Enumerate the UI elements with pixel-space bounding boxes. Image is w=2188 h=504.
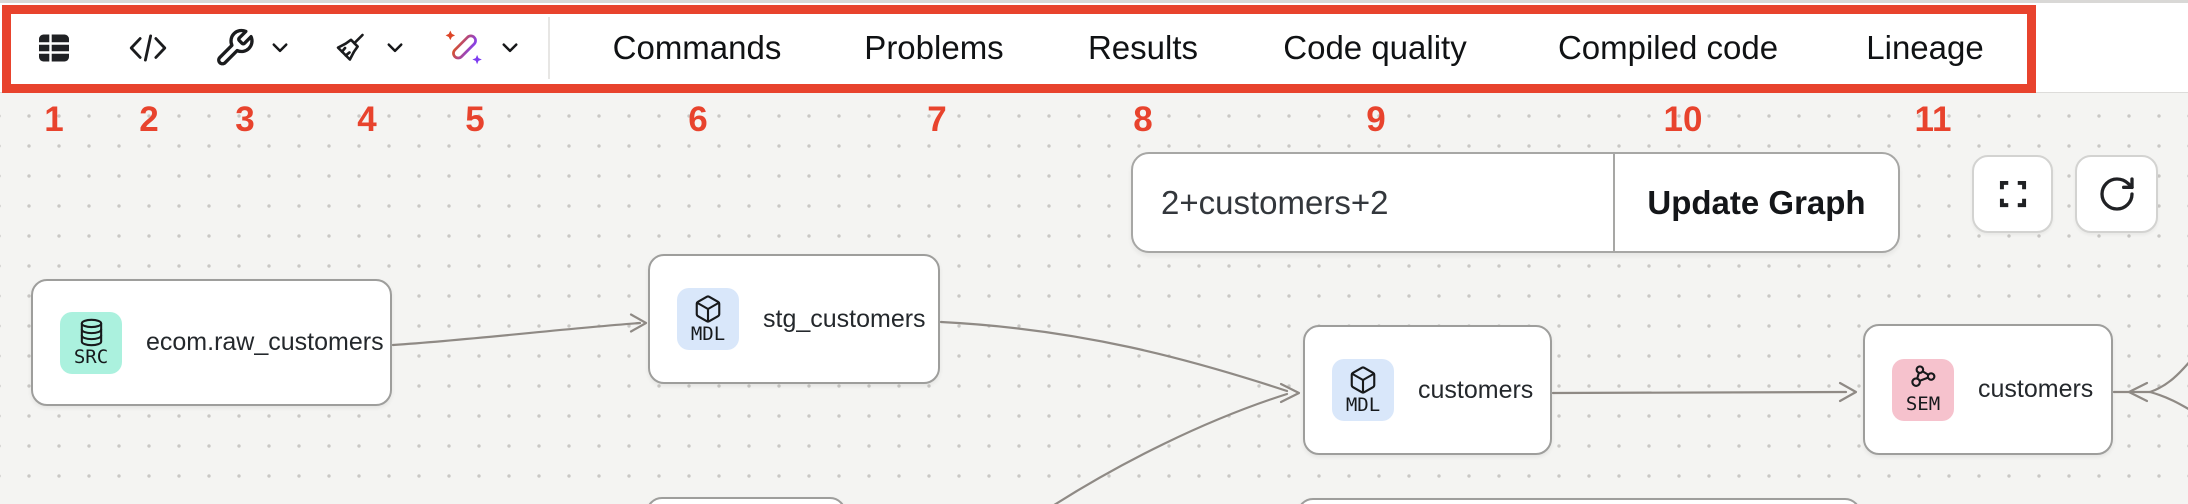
annotation-number-4: 4 [357, 100, 377, 139]
annotation-number-6: 6 [688, 100, 708, 139]
magic-wand-icon [445, 30, 482, 64]
edge-sem-offscreen-lower [2148, 390, 2188, 410]
fit-view-button[interactable] [1972, 155, 2053, 233]
table-button[interactable] [34, 3, 74, 92]
annotation-number-3: 3 [235, 100, 255, 139]
refresh-icon [2099, 177, 2134, 211]
node-label: stg_customers [763, 304, 926, 333]
searchbar-divider [1613, 154, 1615, 251]
tab-code-quality[interactable]: Code quality [1283, 28, 1467, 66]
source-badge: SRC [60, 311, 122, 374]
refresh-graph-button[interactable] [2075, 155, 2158, 233]
node-label: customers [1978, 375, 2094, 403]
tools-dropdown-button[interactable] [214, 3, 293, 92]
node-label: ecom.raw_customers [146, 328, 384, 356]
format-dropdown-button[interactable] [329, 3, 408, 92]
toolbar-divider [548, 17, 550, 79]
annotation-number-9: 9 [1366, 100, 1386, 139]
annotation-number-8: 8 [1133, 100, 1153, 139]
annotation-number-11: 11 [1914, 100, 1952, 139]
ai-assist-dropdown-button[interactable] [444, 3, 523, 92]
edge-stg-to-mdl [939, 320, 1289, 393]
toolbar: Commands Problems Results Code quality C… [0, 0, 2188, 93]
tab-compiled-code[interactable]: Compiled code [1557, 28, 1779, 66]
table-icon [39, 34, 69, 61]
annotation-number-7: 7 [927, 100, 947, 139]
code-icon [129, 34, 167, 61]
edge-src-to-stg [391, 321, 642, 347]
annotation-number-1: 1 [44, 100, 64, 139]
partial-node[interactable] [646, 497, 846, 504]
lineage-edges [391, 313, 2188, 504]
tab-results[interactable]: Results [1087, 28, 1199, 66]
tab-lineage[interactable]: Lineage [1866, 28, 1984, 66]
node-filter-input[interactable] [1133, 154, 1613, 251]
tab-problems[interactable]: Problems [864, 28, 1004, 66]
edge-arrowhead [1279, 382, 1301, 404]
annotation-number-2: 2 [139, 100, 159, 139]
edge-mdl-to-sem [1551, 390, 1848, 395]
badge-label: MDL [690, 322, 726, 345]
annotation-number-5: 5 [465, 100, 485, 139]
tab-commands[interactable]: Commands [612, 28, 782, 66]
badge-label: SEM [1905, 393, 1941, 416]
semantic-badge: SEM [1892, 358, 1954, 421]
node-ecom-raw-customers[interactable]: SRC ecom.raw_customers [31, 279, 392, 406]
graph-search-bar: Update Graph [1131, 152, 1900, 253]
share-network-icon [1911, 365, 1936, 387]
annotation-number-10: 10 [1663, 100, 1703, 139]
edge-arrowhead [2127, 381, 2149, 403]
lineage-canvas[interactable]: 1 2 3 4 5 6 7 8 9 10 11 [0, 93, 2188, 504]
edge-bottom-to-mdl [1053, 392, 1289, 504]
edge-arrowhead [629, 313, 648, 333]
chevron-down-icon [387, 43, 403, 53]
edge-sem-offscreen-upper [2148, 361, 2188, 394]
badge-label: SRC [73, 345, 109, 368]
node-label: customers [1418, 375, 1534, 404]
edge-arrowhead [1838, 381, 1858, 403]
update-graph-button[interactable]: Update Graph [1647, 183, 1866, 221]
model-badge: MDL [1332, 359, 1394, 421]
badge-label: MDL [1345, 393, 1381, 416]
partial-node[interactable] [1297, 498, 1861, 504]
broom-icon [336, 33, 364, 61]
node-customers-semantic[interactable]: SEM customers [1863, 324, 2113, 455]
wrench-icon [217, 28, 254, 65]
fullscreen-icon [1999, 180, 2026, 208]
chevron-down-icon [272, 43, 288, 53]
node-stg-customers[interactable]: MDL stg_customers [648, 254, 940, 384]
database-icon [80, 318, 102, 346]
chevron-down-icon [502, 43, 518, 53]
model-badge: MDL [677, 288, 739, 350]
code-button[interactable] [127, 3, 169, 92]
node-customers-model[interactable]: MDL customers [1303, 325, 1552, 455]
cube-icon [695, 294, 721, 323]
cube-icon [1350, 365, 1376, 394]
